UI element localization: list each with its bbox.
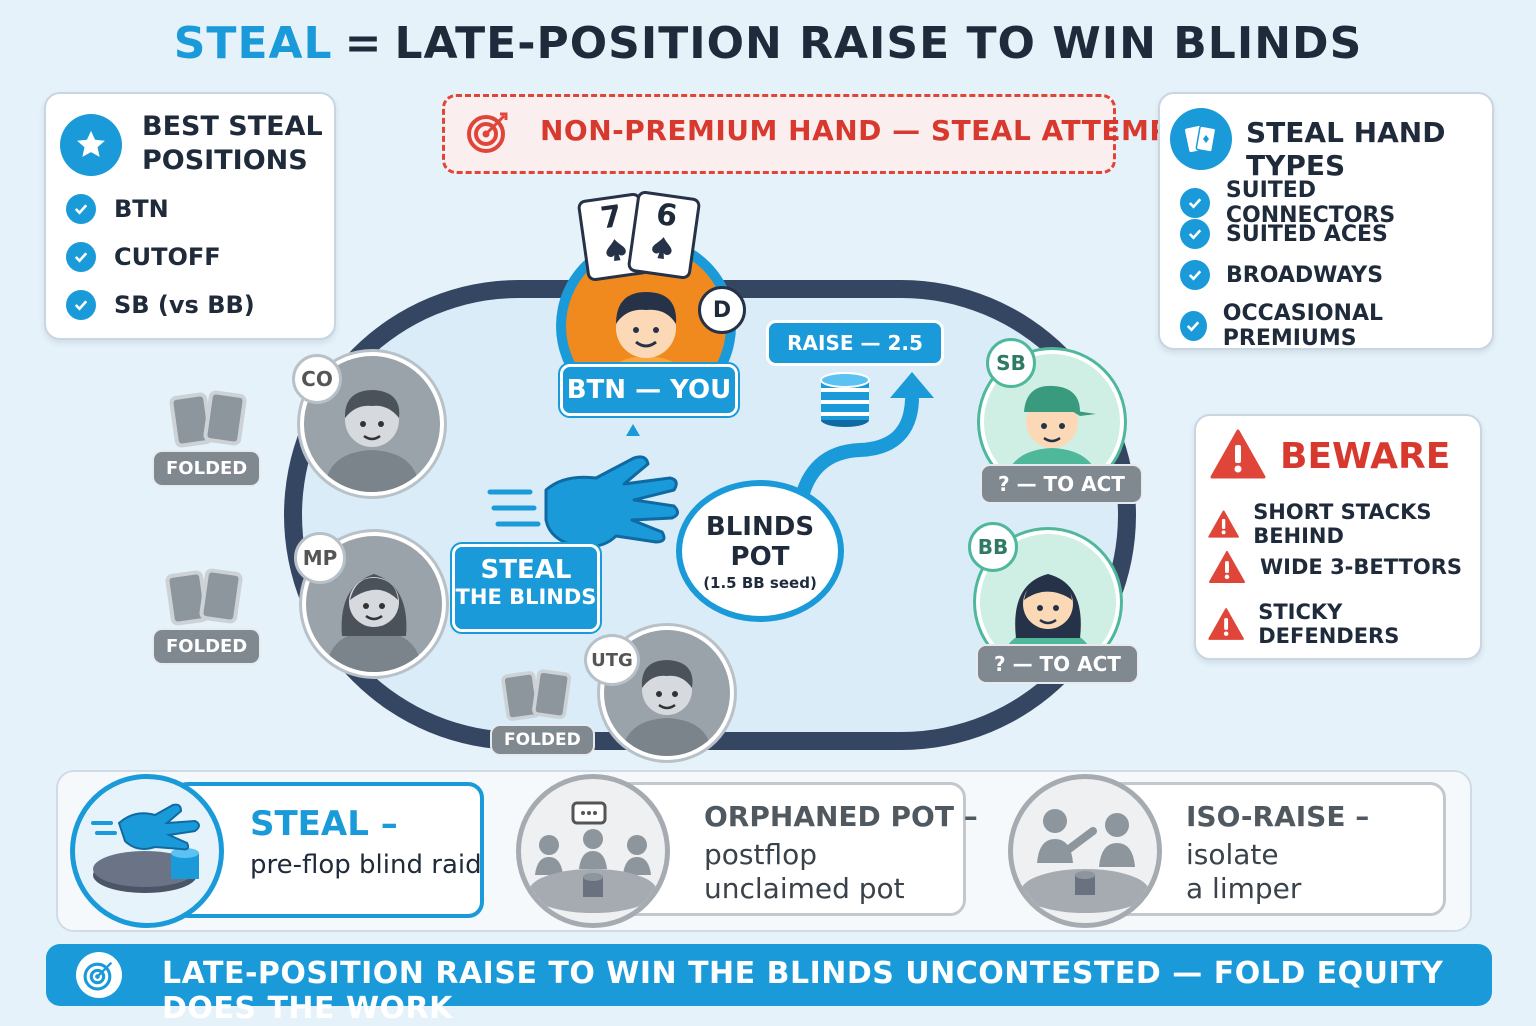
- beware-item-label: STICKY DEFENDERS: [1258, 600, 1400, 648]
- orphaned-pot-icon: [516, 774, 670, 928]
- orphaned-pot-title: ORPHANED POT –: [704, 800, 978, 833]
- position-item-cutoff: CUTOFF: [66, 242, 221, 272]
- orphaned-pot-line3: unclaimed pot: [704, 872, 905, 905]
- page-title: STEAL=LATE-POSITION RAISE TO WIN BLINDS: [0, 18, 1536, 69]
- best-positions-heading: BEST STEAL POSITIONS: [142, 110, 323, 178]
- hand-type-item: OCCASIONAL PREMIUMS: [1180, 301, 1492, 351]
- best-positions-heading-line1: BEST STEAL: [142, 111, 323, 142]
- footer-text: LATE-POSITION RAISE TO WIN THE BLINDS UN…: [162, 956, 1444, 1026]
- hero-card-1: 7: [576, 191, 652, 283]
- blinds-pot-line1: BLINDS: [705, 512, 815, 542]
- utg-position-label: UTG: [584, 634, 640, 686]
- hand-type-label: OCCASIONAL PREMIUMS: [1222, 301, 1383, 351]
- dealer-button: D: [698, 286, 746, 334]
- star-icon: [60, 114, 122, 176]
- steal-blinds-label-line1: STEAL: [480, 555, 572, 585]
- hand-types-card: STEAL HAND TYPES SUITED CONNECTORS SUITE…: [1158, 92, 1494, 351]
- beware-item: SHORT STACKS BEHIND: [1208, 500, 1480, 548]
- hero-position-label: BTN — YOU: [560, 364, 738, 416]
- steal-blinds-label: STEAL THE BLINDS: [452, 544, 600, 632]
- footer-banner: [46, 944, 1492, 1006]
- title-highlight: STEAL: [173, 18, 333, 69]
- check-icon: [1180, 260, 1210, 290]
- sb-position-label: SB: [986, 338, 1036, 388]
- utg-avatar: [600, 626, 734, 760]
- iso-raise-title: ISO-RAISE –: [1186, 800, 1370, 833]
- bb-status-badge: ? — TO ACT: [976, 644, 1139, 684]
- target-icon: [466, 110, 510, 158]
- position-item-label: BTN: [114, 195, 169, 223]
- hand-types-heading: STEAL HAND TYPES: [1246, 116, 1446, 182]
- folded-cards-icon: [164, 568, 248, 632]
- co-avatar: [300, 352, 444, 496]
- hero-card-2-rank: 6: [653, 196, 680, 235]
- utg-status-badge: FOLDED: [490, 724, 595, 756]
- iso-raise-icon: [1008, 774, 1162, 928]
- position-item-label: CUTOFF: [114, 243, 221, 271]
- check-icon: [66, 194, 96, 224]
- check-icon: [66, 290, 96, 320]
- beware-item-label: SHORT STACKS BEHIND: [1253, 500, 1432, 548]
- mp-position-label: MP: [294, 532, 346, 584]
- chip-stack-icon: [818, 362, 872, 432]
- warning-icon: [1208, 510, 1239, 538]
- hand-type-label: SUITED ACES: [1226, 221, 1388, 247]
- raise-label: RAISE — 2.5 BB: [766, 320, 944, 395]
- co-status-badge: FOLDED: [152, 450, 262, 487]
- check-icon: [1180, 188, 1210, 218]
- blinds-pot: BLINDS POT (1.5 BB seed): [676, 480, 844, 622]
- bb-position-label: BB: [968, 522, 1018, 572]
- beware-item-label: WIDE 3-BETTORS: [1260, 555, 1463, 579]
- title-rest: LATE-POSITION RAISE TO WIN BLINDS: [394, 18, 1363, 69]
- sb-status-badge: ? — TO ACT: [980, 464, 1143, 504]
- position-item-btn: BTN: [66, 194, 169, 224]
- folded-cards-icon: [500, 668, 576, 728]
- check-icon: [1180, 311, 1207, 341]
- hand-type-label: SUITED CONNECTORS: [1225, 178, 1396, 228]
- hand-type-item: SUITED ACES: [1180, 219, 1388, 249]
- pointer-arrow-icon: [626, 424, 640, 436]
- warning-icon: [1208, 608, 1244, 640]
- hand-type-item: BROADWAYS: [1180, 260, 1383, 290]
- raise-arrow: [780, 360, 960, 514]
- hand-type-item: SUITED CONNECTORS: [1180, 178, 1492, 228]
- blinds-pot-line2: POT: [730, 542, 790, 572]
- co-position-label: CO: [292, 354, 342, 404]
- orphaned-pot-line2: postflop: [704, 838, 818, 871]
- blinds-pot-seed: (1.5 BB seed): [703, 574, 817, 592]
- iso-raise-line2: isolate: [1186, 838, 1279, 871]
- beware-item: STICKY DEFENDERS: [1208, 600, 1480, 648]
- steal-concept-title: STEAL –: [250, 804, 398, 844]
- best-positions-heading-line2: POSITIONS: [142, 145, 308, 176]
- best-positions-card: BEST STEAL POSITIONS BTN CUTOFF SB (vs B…: [44, 92, 336, 340]
- folded-cards-icon: [168, 390, 252, 454]
- check-icon: [66, 242, 96, 272]
- steal-concept-subtitle: pre-flop blind raid: [250, 850, 482, 880]
- steal-blinds-label-line2: THE BLINDS: [455, 585, 597, 609]
- steal-attempt-banner-text: NON-PREMIUM HAND — STEAL ATTEMPT: [540, 114, 1191, 147]
- steal-attempt-banner: [442, 94, 1116, 174]
- beware-heading: BEWARE: [1280, 436, 1451, 477]
- cards-icon: [1170, 108, 1232, 170]
- spade-icon: [652, 237, 672, 260]
- position-item-sb: SB (vs BB): [66, 290, 255, 320]
- position-item-label: SB (vs BB): [114, 291, 255, 319]
- title-equals: =: [344, 18, 383, 69]
- beware-item: WIDE 3-BETTORS: [1208, 550, 1462, 584]
- hand-type-label: BROADWAYS: [1226, 262, 1384, 288]
- steal-concept-icon: [70, 774, 224, 928]
- warning-icon: [1210, 428, 1266, 484]
- warning-icon: [1209, 550, 1245, 584]
- check-icon: [1180, 219, 1210, 249]
- beware-card: BEWARE SHORT STACKS BEHIND WIDE 3-BETTOR…: [1194, 414, 1482, 660]
- target-icon: [76, 952, 122, 998]
- hero-card-2: 6: [626, 189, 702, 281]
- mp-status-badge: FOLDED: [152, 628, 262, 665]
- spade-icon: [606, 239, 626, 262]
- iso-raise-line3: a limper: [1186, 872, 1302, 905]
